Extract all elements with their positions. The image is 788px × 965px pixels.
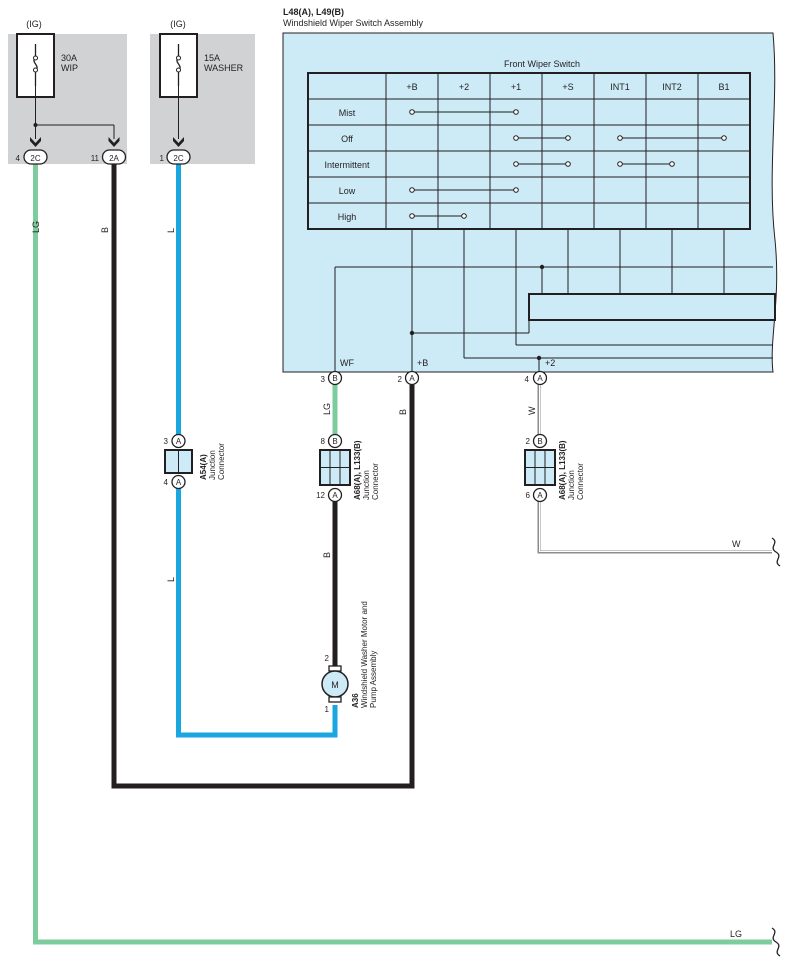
terminal-label: +2 <box>545 358 555 368</box>
pin-badge: 3 B <box>321 370 343 386</box>
junction-connector-a68: 8 B 12 A A68(A), L133(B) Junction Connec… <box>316 433 380 503</box>
svg-text:1: 1 <box>160 154 165 163</box>
motor-symbol: M <box>331 680 339 690</box>
svg-text:Connector: Connector <box>371 463 380 500</box>
fuse-name: WIP <box>61 63 78 73</box>
row-header: Mist <box>339 108 356 118</box>
pin-badge: 1 2C <box>160 149 191 165</box>
svg-text:A: A <box>537 491 543 500</box>
svg-text:Windshield Washer Motor and: Windshield Washer Motor and <box>360 601 369 708</box>
svg-text:B: B <box>332 374 337 383</box>
column-header: +S <box>562 82 573 92</box>
wire-color-label: LG <box>31 221 41 233</box>
connector-code: A68(A), L133(B) <box>353 440 362 500</box>
fuse-box-washer: (IG) 15A WASHER <box>150 19 255 164</box>
column-header: +1 <box>511 82 521 92</box>
junction-connector-a68-right: 2 B 6 A A68(A), L133(B) Junction Connect… <box>524 433 585 503</box>
internal-wiring <box>334 229 773 372</box>
wire-color-label: B <box>322 552 332 558</box>
svg-text:Junction: Junction <box>362 470 371 500</box>
svg-text:2A: 2A <box>109 154 119 163</box>
supply-ig-label: (IG) <box>170 19 186 29</box>
svg-text:A: A <box>409 374 415 383</box>
svg-text:B: B <box>537 437 542 446</box>
component-code: A36 <box>351 693 360 708</box>
wire-break-icon <box>771 537 781 567</box>
pin-badge: 2 A <box>398 370 420 386</box>
svg-text:6: 6 <box>526 491 531 500</box>
washer-motor: 2 M 1 A36 Windshield Washer Motor and Pu… <box>321 601 378 714</box>
table-title: Front Wiper Switch <box>504 59 580 69</box>
terminal-label: +B <box>417 358 428 368</box>
svg-text:A: A <box>332 491 338 500</box>
svg-text:1: 1 <box>325 705 330 714</box>
svg-text:4: 4 <box>164 478 169 487</box>
svg-text:4: 4 <box>525 375 530 384</box>
component-code: L48(A), L49(B) <box>283 7 344 17</box>
svg-text:Junction: Junction <box>567 470 576 500</box>
internal-module <box>528 293 776 321</box>
column-header: INT2 <box>662 82 682 92</box>
continuity-marks <box>409 109 727 219</box>
wiper-switch-assembly: L48(A), L49(B) Windshield Wiper Switch A… <box>282 7 778 373</box>
row-header: Off <box>341 134 353 144</box>
wire-color-label: B <box>100 227 110 233</box>
wire-color-label: W <box>527 406 537 415</box>
wire-color-label: W <box>732 539 741 549</box>
wire-lg <box>33 164 772 945</box>
svg-text:Pump Assembly: Pump Assembly <box>369 651 378 708</box>
svg-text:A: A <box>537 374 543 383</box>
svg-text:3: 3 <box>164 437 169 446</box>
wire-color-label: L <box>166 228 176 233</box>
column-header: INT1 <box>610 82 630 92</box>
pin-badge: 4 A <box>525 370 548 386</box>
svg-text:4: 4 <box>16 154 21 163</box>
wire-color-label: B <box>398 409 408 415</box>
fuse-box-wip: (IG) 30A WIP <box>8 19 127 164</box>
wire-color-label: LG <box>730 929 742 939</box>
svg-text:B: B <box>332 437 337 446</box>
wire-break-icon <box>771 927 781 957</box>
connector-code: A68(A), L133(B) <box>558 440 567 500</box>
fuse-name: WASHER <box>204 63 244 73</box>
svg-text:A: A <box>176 437 182 446</box>
junction-connector-a54: 3 A 4 A A54(A) Junction Connector <box>164 433 226 490</box>
svg-text:Junction: Junction <box>208 450 217 480</box>
pin-badge: 11 2A <box>91 149 127 165</box>
column-header: +B <box>406 82 417 92</box>
svg-text:8: 8 <box>321 437 326 446</box>
row-header: Low <box>339 186 356 196</box>
component-name: Windshield Wiper Switch Assembly <box>283 18 424 28</box>
fuse-rating: 30A <box>61 53 77 63</box>
svg-text:2: 2 <box>526 437 531 446</box>
wire-color-label: LG <box>322 403 332 415</box>
svg-text:Connector: Connector <box>576 463 585 500</box>
svg-text:3: 3 <box>321 375 326 384</box>
svg-text:A: A <box>176 478 182 487</box>
svg-text:12: 12 <box>316 491 325 500</box>
connector-code: A54(A) <box>199 454 208 480</box>
column-header: +2 <box>459 82 469 92</box>
row-header: High <box>338 212 357 222</box>
pin-badge: 4 2C <box>16 149 48 165</box>
svg-text:11: 11 <box>91 154 100 163</box>
svg-text:2: 2 <box>398 375 403 384</box>
svg-text:Connector: Connector <box>217 443 226 480</box>
svg-text:2C: 2C <box>30 154 40 163</box>
wire-l <box>176 480 338 738</box>
supply-ig-label: (IG) <box>26 19 42 29</box>
column-header: B1 <box>718 82 729 92</box>
wire-color-label: L <box>166 577 176 582</box>
svg-text:2C: 2C <box>173 154 183 163</box>
row-header: Intermittent <box>324 160 370 170</box>
wire-b <box>111 164 415 789</box>
svg-text:2: 2 <box>325 654 330 663</box>
terminal-label: WF <box>340 358 354 368</box>
fuse-rating: 15A <box>204 53 220 63</box>
